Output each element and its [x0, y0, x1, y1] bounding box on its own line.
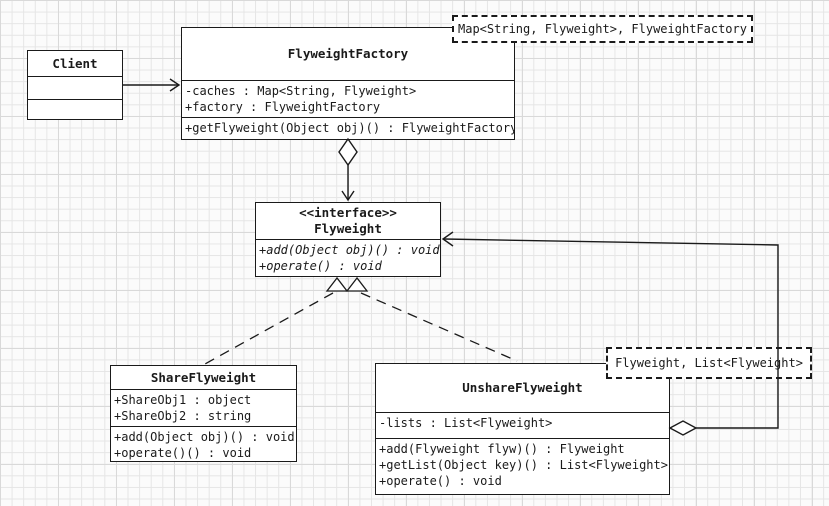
attribute: +ShareObj2 : string	[114, 409, 252, 423]
class-client: Client	[27, 50, 123, 120]
attribute: +factory : FlyweightFactory	[185, 100, 381, 114]
method: +getFlyweight(Object obj)() : FlyweightF…	[185, 121, 514, 135]
class-share-flyweight-attributes: +ShareObj1 : object +ShareObj2 : string	[111, 389, 296, 426]
hollow-triangle-icon	[325, 276, 349, 292]
attribute: -lists : List<Flyweight>	[379, 416, 553, 430]
class-flyweight-factory: FlyweightFactory -caches : Map<String, F…	[181, 27, 515, 140]
class-flyweight-factory-attributes: -caches : Map<String, Flyweight> +factor…	[182, 80, 514, 117]
method: +add(Object obj)() : void	[114, 430, 295, 444]
association-client-to-factory	[122, 78, 181, 92]
template-note-factory: Map<String, Flyweight>, FlyweightFactory	[452, 15, 753, 43]
class-flyweight-factory-title: FlyweightFactory	[287, 46, 409, 61]
interface-stereotype: <<interface>>	[299, 205, 397, 220]
aggregation-diamond-icon	[338, 137, 358, 167]
attribute: +ShareObj1 : object	[114, 393, 252, 407]
aggregation-factory-to-flyweight	[338, 137, 358, 202]
realization-unshare-to-flyweight	[345, 276, 518, 362]
open-arrow-icon	[441, 231, 454, 247]
class-share-flyweight-title: ShareFlyweight	[150, 369, 257, 385]
method: +add(Object obj)() : void	[259, 243, 440, 257]
interface-flyweight: <<interface>> Flyweight +add(Object obj)…	[255, 202, 441, 277]
class-unshare-flyweight-attributes: -lists : List<Flyweight>	[376, 412, 669, 438]
method: +operate() : void	[379, 474, 502, 488]
method: +add(Flyweight flyw)() : Flyweight	[379, 442, 625, 456]
method: +getList(Object key)() : List<Flyweight>	[379, 458, 668, 472]
class-client-title: Client	[52, 55, 98, 71]
class-unshare-flyweight-methods: +add(Flyweight flyw)() : Flyweight +getL…	[376, 438, 669, 494]
class-client-methods	[28, 99, 122, 119]
class-share-flyweight-methods: +add(Object obj)() : void +operate()() :…	[111, 426, 296, 461]
realization-share-to-flyweight	[204, 276, 349, 365]
class-share-flyweight: ShareFlyweight +ShareObj1 : object +Shar…	[110, 365, 297, 462]
class-flyweight-factory-methods: +getFlyweight(Object obj)() : FlyweightF…	[182, 117, 514, 139]
interface-flyweight-title: <<interface>> Flyweight	[256, 203, 440, 239]
class-client-attributes	[28, 76, 122, 99]
attribute: -caches : Map<String, Flyweight>	[185, 84, 417, 98]
class-unshare-flyweight: UnshareFlyweight -lists : List<Flyweight…	[375, 363, 670, 495]
open-arrow-icon	[169, 78, 181, 92]
hollow-triangle-icon	[345, 276, 369, 292]
interface-flyweight-methods: +add(Object obj)() : void +operate() : v…	[256, 239, 440, 276]
interface-name: Flyweight	[314, 221, 382, 236]
method: +operate()() : void	[114, 446, 252, 460]
method: +operate() : void	[259, 259, 382, 273]
aggregation-diamond-icon	[668, 420, 698, 436]
template-note-unshare: Flyweight, List<Flyweight>	[606, 347, 812, 379]
open-arrow-icon	[341, 190, 355, 202]
